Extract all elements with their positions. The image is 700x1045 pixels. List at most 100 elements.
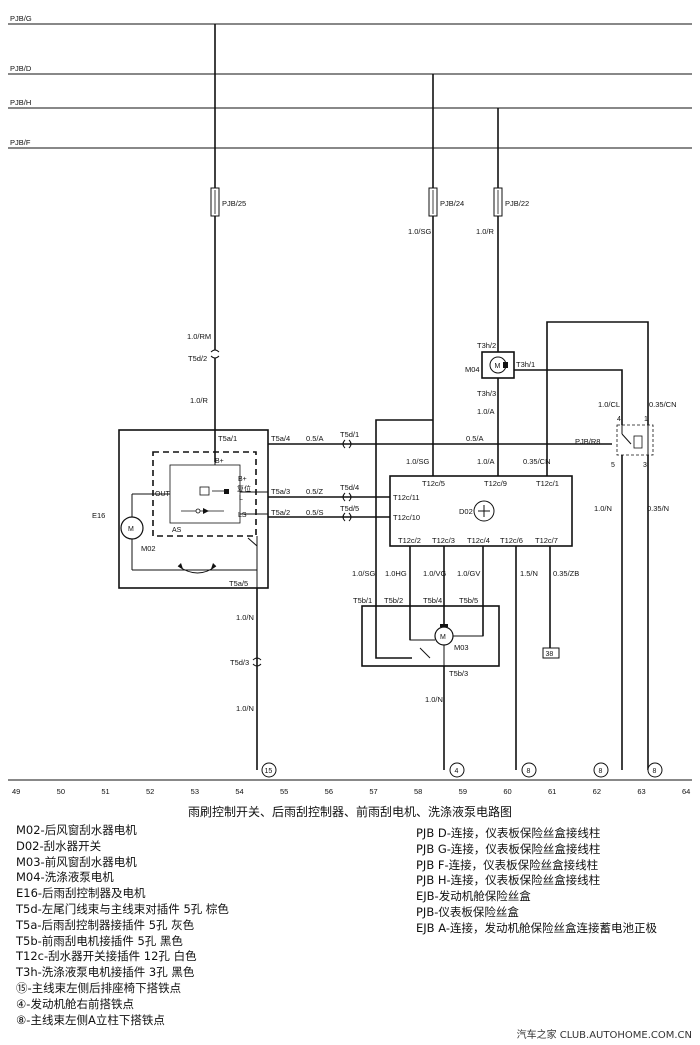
connector-label-t12c6: T12c/6 xyxy=(500,536,523,545)
fuse-label-25: PJB/25 xyxy=(222,199,246,208)
l-label: L xyxy=(239,495,243,502)
connector-label-t5a1: T5a/1 xyxy=(218,434,237,443)
legend-item: M04-洗涤液泵电机 xyxy=(16,870,114,885)
connector-label-t12c7: T12c/7 xyxy=(535,536,558,545)
wire-label-1sg: 1.0/SG xyxy=(408,227,432,236)
connector-label-t12c10: T12c/10 xyxy=(393,513,420,522)
component-label-m03: M03 xyxy=(454,643,469,652)
scale-number: 54 xyxy=(235,787,243,796)
wire-label-1cl: 1.0/CL xyxy=(598,400,620,409)
legend-item: PJB F-连接，仪表板保险丝盒接线柱 xyxy=(416,857,599,872)
scale-number: 53 xyxy=(191,787,199,796)
wire-label-1vg: 1.0/VG xyxy=(423,569,447,578)
relay-pin-5: 5 xyxy=(611,462,615,469)
wire-label-1sg-d02: 1.0/SG xyxy=(406,457,430,466)
scale-number: 50 xyxy=(57,787,65,796)
front-wiper-motor-m03: M M03 T5b/1 T5b/2 T5b/4 T5b/5 T5b/3 xyxy=(353,596,500,678)
component-label-e16: E16 xyxy=(92,511,105,520)
connector-label-t5b4: T5b/4 xyxy=(423,596,442,605)
d02-output-wires xyxy=(409,546,551,770)
watermark: 汽车之家 CLUB.AUTOHOME.COM.CN xyxy=(516,1030,692,1041)
motor-glyph-m04: M xyxy=(495,363,501,370)
legend-item: EJB A-连接，发动机舱保险丝盒连接蓄电池正极 xyxy=(416,920,657,935)
legend-item: PJB D-连接，仪表板保险丝盒接线柱 xyxy=(416,826,601,840)
ground-label-8c: 8 xyxy=(653,768,657,775)
fuse-label-22: PJB/22 xyxy=(505,199,529,208)
wiper-circuit-diagram: PJB/G PJB/D PJB/H PJB/F PJB/25 PJB/24 PJ… xyxy=(8,14,692,796)
scale-number: 58 xyxy=(414,787,422,796)
legend-item: T3h-洗涤液泵电机接插件 3孔 黑色 xyxy=(16,965,195,980)
connector-label-t12c2: T12c/2 xyxy=(398,536,421,545)
ground-label-8b: 8 xyxy=(599,768,603,775)
relay-pin-4: 4 xyxy=(617,416,621,423)
wire-t12c1-relay xyxy=(546,321,649,476)
bplus-label: B+ xyxy=(215,458,224,465)
wire-label-05a: 0.5/A xyxy=(306,434,324,443)
legend-item: T5a-后雨刮控制器接插件 5孔 灰色 xyxy=(16,917,195,932)
scale-number: 59 xyxy=(459,787,467,796)
connector-label-t5a2: T5a/2 xyxy=(271,508,290,517)
bus-label-f: PJB/F xyxy=(10,138,31,147)
component-label-m02: M02 xyxy=(141,544,156,553)
wire-label-1rm: 1.0/RM xyxy=(187,332,211,341)
bus-label-h: PJB/H xyxy=(10,98,31,107)
motor-glyph-m03: M xyxy=(440,634,446,641)
legend-item: ⑧-主线束左侧A立柱下搭铁点 xyxy=(16,1012,165,1027)
wire-label-1n-lower: 1.0/N xyxy=(236,704,254,713)
connector-label-t5b5: T5b/5 xyxy=(459,596,478,605)
reference-box xyxy=(542,647,560,659)
scale-number: 55 xyxy=(280,787,288,796)
legend-item: D02-刮水器开关 xyxy=(16,838,102,853)
wire-label-1r-lower: 1.0/R xyxy=(190,396,209,405)
wire-label-1n-e16: 1.0/N xyxy=(236,613,254,622)
legend-item: PJB H-连接，仪表板保险丝盒接线柱 xyxy=(416,873,601,888)
ground-label-4: 4 xyxy=(455,768,459,775)
wire-t3h1-relay xyxy=(514,369,623,425)
diagram-caption: 雨刷控制开关、后雨刮控制器、前雨刮电机、洗涤液泵电路图 xyxy=(187,805,512,819)
connector-label-t5b1: T5b/1 xyxy=(353,596,372,605)
fuse-pjb24: PJB/24 xyxy=(428,187,464,217)
connector-label-t12c9: T12c/9 xyxy=(484,479,507,488)
connector-label-t12c11: T12c/11 xyxy=(393,493,420,502)
legend-components: M02-后风窗刮水器电机 D02-刮水器开关 M03-前风窗刮水器电机 M04-… xyxy=(16,823,229,1028)
fuse-pjb25: PJB/25 xyxy=(210,187,246,217)
legend-item: M02-后风窗刮水器电机 xyxy=(16,823,137,837)
connector-label-t5d5: T5d/5 xyxy=(340,504,359,513)
connector-label-t5a3: T5a/3 xyxy=(271,487,290,496)
component-label-d02: D02 xyxy=(459,507,473,516)
feed-wires xyxy=(214,24,499,476)
rear-wiper-controller-e16: B+ B+ 复位 L LS OUT AS M M02 E16 xyxy=(92,429,269,589)
component-label-m04: M04 xyxy=(465,365,480,374)
scale-number: 64 xyxy=(682,787,690,796)
connector-label-t5b3: T5b/3 xyxy=(449,669,468,678)
wire-label-035cn-right: 0.35/CN xyxy=(649,400,677,409)
wire-label-1hg: 1.0HG xyxy=(385,569,407,578)
connector-label-t3h3: T3h/3 xyxy=(477,389,496,398)
scale-number: 57 xyxy=(369,787,377,796)
connector-label-t12c5: T12c/5 xyxy=(422,479,445,488)
wire-label-1n-relay: 1.0/N xyxy=(594,504,612,513)
wire-label-1gv: 1.0/GV xyxy=(457,569,480,578)
connector-label-t5d2: T5d/2 xyxy=(188,354,207,363)
scale-number: 62 xyxy=(593,787,601,796)
motor-glyph-m02: M xyxy=(128,526,134,533)
legend-item: ⑮-主线束左侧后排座椅下搭铁点 xyxy=(16,980,182,995)
wire-label-1r: 1.0/R xyxy=(476,227,495,236)
wire-label-035zb: 0.35/ZB xyxy=(553,569,579,578)
legend-item: PJB G-连接，仪表板保险丝盒接线柱 xyxy=(416,841,601,856)
power-buses: PJB/G PJB/D PJB/H PJB/F xyxy=(8,14,692,149)
bplus2-label: B+ xyxy=(238,476,247,483)
scale-number: 60 xyxy=(503,787,511,796)
legend-connections: PJB D-连接，仪表板保险丝盒接线柱 PJB G-连接，仪表板保险丝盒接线柱 … xyxy=(416,826,657,937)
wire-label-1n-m03: 1.0/N xyxy=(425,695,443,704)
wiper-switch-d02: D02 T12c/5 T12c/9 T12c/1 T12c/11 T12c/10… xyxy=(389,475,573,547)
relay-pin-1: 1 xyxy=(644,416,648,423)
wire-label-035n: 0.35/N xyxy=(647,504,669,513)
fuse-pjb22: PJB/22 xyxy=(493,187,529,217)
as-label: AS xyxy=(172,527,182,534)
relay-pjb-r8: PJB/R8 4 1 5 3 xyxy=(575,416,654,469)
relay-label: PJB/R8 xyxy=(575,437,600,446)
ground-label-15: 15 xyxy=(265,768,273,775)
connector-label-t5d1: T5d/1 xyxy=(340,430,359,439)
